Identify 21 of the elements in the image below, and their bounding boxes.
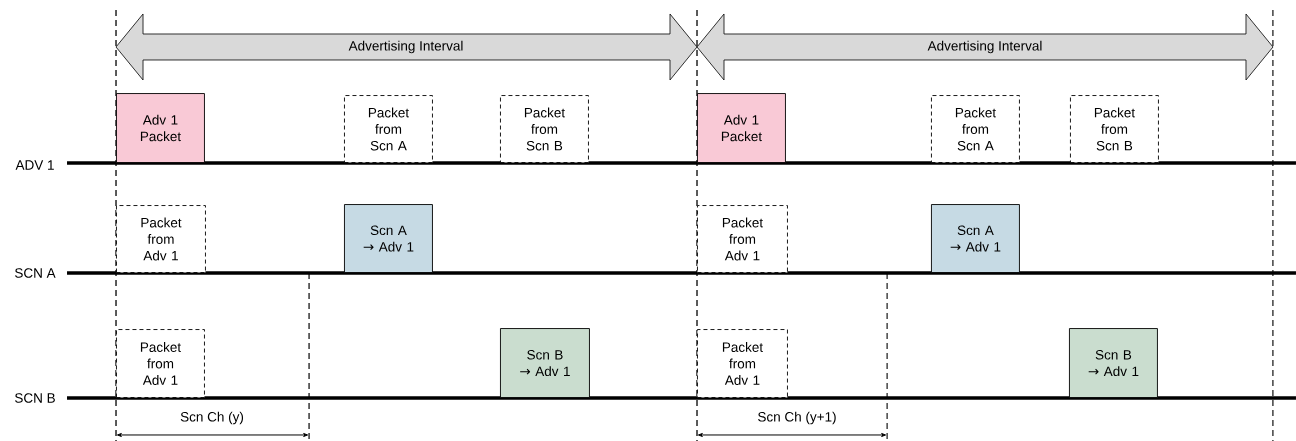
response-box: Scn B → Adv 1 (500, 328, 590, 398)
channel-label: Scn Ch (y) (180, 411, 244, 425)
channel-label: Scn Ch (y+1) (758, 411, 836, 425)
interval-label: Advertising Interval (927, 40, 1042, 54)
received-packet-box: Packet from Scn B (1070, 95, 1159, 163)
received-packet-box: Packet from Scn B (500, 95, 589, 163)
row-label: ADV 1 (15, 160, 54, 170)
packet-box: Adv 1 Packet (116, 93, 205, 163)
response-box: Scn B → Adv 1 (1069, 328, 1158, 398)
received-packet-box: Packet from Adv 1 (116, 329, 205, 398)
received-packet-box: Packet from Adv 1 (697, 329, 788, 398)
received-packet-box: Packet from Scn A (344, 95, 433, 163)
row-label: SCN A (15, 268, 56, 278)
row-label: SCN B (15, 393, 55, 403)
received-packet-box: Packet from Adv 1 (697, 205, 788, 273)
received-packet-box: Packet from Scn A (931, 95, 1020, 163)
received-packet-box: Packet from Adv 1 (116, 205, 206, 273)
interval-label: Advertising Interval (348, 40, 463, 54)
packet-box: Adv 1 Packet (697, 93, 786, 163)
response-box: Scn A → Adv 1 (931, 204, 1020, 273)
response-box: Scn A → Adv 1 (344, 204, 433, 273)
